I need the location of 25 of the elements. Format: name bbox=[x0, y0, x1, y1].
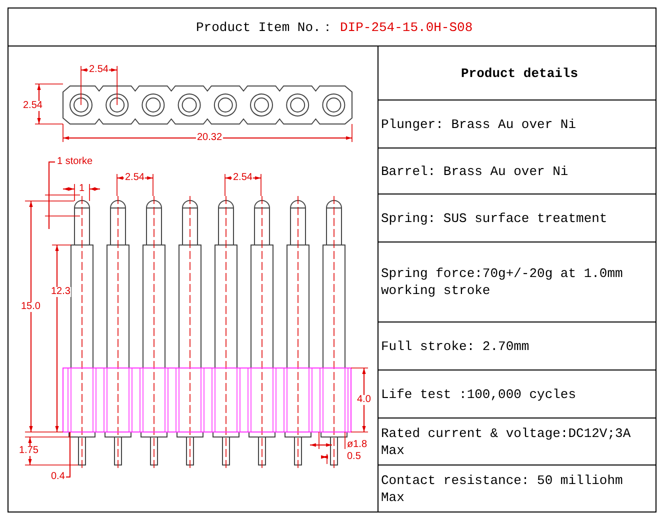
table-cell-text: Barrel: Brass Au over Ni bbox=[381, 162, 570, 180]
table-cell-text: Spring force:70g+/-20g at 1.0mm working stroke bbox=[381, 265, 624, 299]
table-cell-text: Contact resistance: 50 milliohm Max bbox=[381, 472, 624, 506]
dimension-label: 4.0 bbox=[356, 395, 372, 405]
item-number: DIP-254-15.0H-S08 bbox=[340, 21, 473, 34]
table-header: Product details bbox=[461, 67, 578, 80]
table-cell-text: Rated current & voltage:DC12V;3A Max bbox=[381, 424, 632, 458]
dimension-label: 1.75 bbox=[18, 446, 40, 456]
dimension-label: 2.54 bbox=[232, 173, 254, 183]
dimension-label: 2.54 bbox=[22, 101, 44, 111]
dimension-label: ø1.8 bbox=[346, 440, 368, 450]
table-cell-text: Life test :100,000 cycles bbox=[381, 386, 578, 402]
dimension-label: 2.54 bbox=[88, 65, 110, 75]
table-cell-text: Full stroke: 2.70mm bbox=[381, 338, 530, 354]
item-number-label: Product Item No.： bbox=[196, 21, 334, 34]
dimension-label: 20.32 bbox=[196, 133, 224, 143]
table-cell-text: Plunger: Brass Au over Ni bbox=[381, 116, 578, 132]
dimension-label: 1 bbox=[78, 184, 86, 194]
dimension-label: 15.0 bbox=[20, 302, 42, 312]
dimension-label: 12.3 bbox=[50, 287, 72, 297]
table-cell-text: Spring: SUS surface treatment bbox=[381, 210, 608, 226]
dimension-label: 1 storke bbox=[56, 157, 94, 167]
dimension-label: 0.4 bbox=[50, 472, 66, 482]
dimension-label: 2.54 bbox=[124, 173, 146, 183]
dimension-label: 0.5 bbox=[346, 452, 362, 462]
